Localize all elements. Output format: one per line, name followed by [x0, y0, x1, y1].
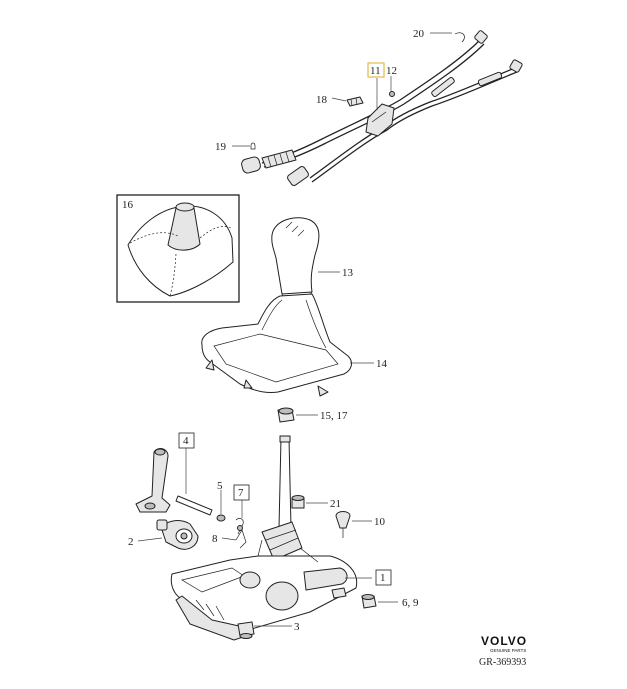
callout-3: 3 — [294, 621, 300, 633]
callout-20: 20 — [413, 28, 425, 40]
callout-11: 11 — [370, 65, 381, 77]
small-hardware — [216, 495, 377, 609]
volvo-logo: VOLVO GENUINE PARTS — [481, 634, 527, 653]
callout-16: 16 — [122, 199, 134, 211]
callout-4: 4 — [183, 435, 189, 447]
callout-4-box — [178, 432, 195, 449]
logo-text: VOLVO — [481, 634, 527, 648]
callout-6-9: 6, 9 — [402, 597, 419, 609]
bearing-2 — [156, 519, 199, 550]
gear-knob — [271, 217, 320, 301]
logo-subtext: GENUINE PARTS — [490, 648, 526, 653]
callout-11-box — [367, 62, 385, 78]
callout-7: 7 — [238, 487, 244, 499]
callout-13: 13 — [342, 267, 354, 279]
shift-housing — [170, 435, 358, 641]
callout-14: 14 — [376, 358, 388, 370]
callout-8: 8 — [212, 533, 218, 545]
leader-lines — [137, 32, 452, 627]
callout-15-17: 15, 17 — [320, 410, 348, 422]
gear-boot — [201, 293, 352, 397]
diagram-reference: GR-369393 — [479, 657, 526, 668]
callout-1-box — [375, 569, 392, 586]
callout-5: 5 — [217, 480, 223, 492]
selector-lever-4 — [135, 448, 213, 516]
callout-18: 18 — [316, 94, 328, 106]
callout-labels: 20 11 12 18 19 16 13 14 15, 17 4 5 7 2 8… — [122, 28, 425, 633]
callout-10: 10 — [374, 516, 386, 528]
callout-7-box — [233, 484, 250, 501]
callout-12: 12 — [386, 65, 397, 77]
inset-boot-panel — [116, 194, 240, 303]
callout-19: 19 — [215, 141, 227, 153]
shift-cables — [241, 30, 523, 186]
callout-21: 21 — [330, 498, 341, 510]
nut-15-17 — [277, 407, 295, 423]
callout-1: 1 — [380, 572, 386, 584]
callout-2: 2 — [128, 536, 134, 548]
